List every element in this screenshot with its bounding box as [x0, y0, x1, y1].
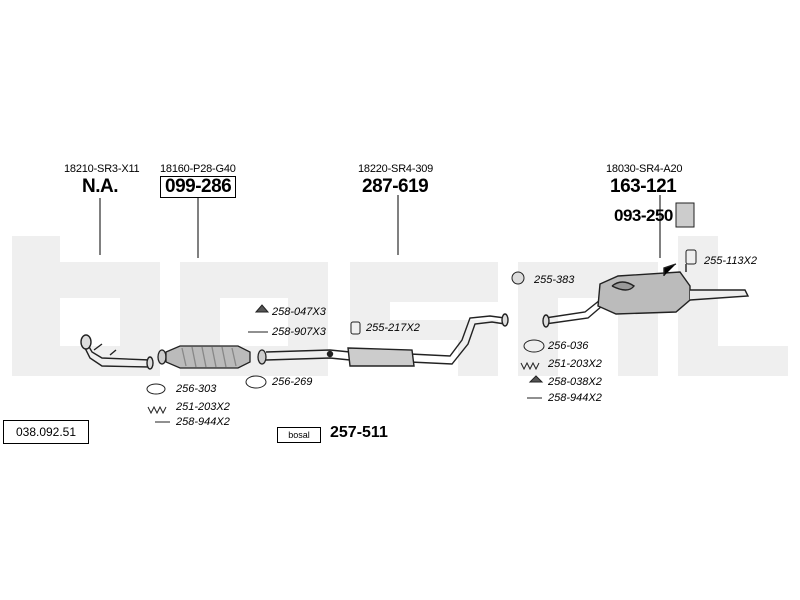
catalog-number: 038.092.51	[3, 420, 89, 444]
part-number: N.A.	[82, 176, 119, 197]
part-label: 256-269	[272, 376, 313, 388]
part-label: 255-217X2	[366, 322, 420, 334]
part-number: 287-619	[362, 176, 429, 197]
part-label: 256-036	[548, 340, 589, 352]
catalytic-converter	[157, 345, 267, 369]
brand-part-number: 257-511	[330, 424, 388, 441]
oem-number: 18030-SR4-A20	[606, 163, 683, 175]
part-label: 258-038X2	[548, 376, 602, 388]
oem-number: 18210-SR3-X11	[64, 163, 140, 175]
hardware-icons	[146, 202, 697, 423]
part-label: 258-944X2	[176, 416, 230, 428]
part-label: 258-047X3	[272, 306, 326, 318]
part-number: 099-286	[160, 176, 237, 198]
part-label: 255-383	[534, 274, 575, 286]
part-number: 163-121	[610, 176, 677, 197]
oem-number: 18160-P28-G40	[160, 163, 236, 175]
brand-tag: bosal	[277, 427, 321, 443]
bracket-part-number: 093-250	[614, 206, 673, 225]
oem-number: 18220-SR4-309	[358, 163, 434, 175]
leader-lines	[99, 195, 661, 258]
front-pipe	[80, 334, 154, 370]
part-label: 251-203X2	[548, 358, 602, 370]
part-label: 256-303	[176, 383, 217, 395]
part-label: 258-907X3	[272, 326, 326, 338]
part-label: 251-203X2	[176, 401, 230, 413]
part-label: 255-113X2	[704, 255, 758, 267]
center-pipe	[265, 315, 506, 367]
part-label: 258-944X2	[548, 392, 602, 404]
rear-muffler	[501, 263, 750, 328]
